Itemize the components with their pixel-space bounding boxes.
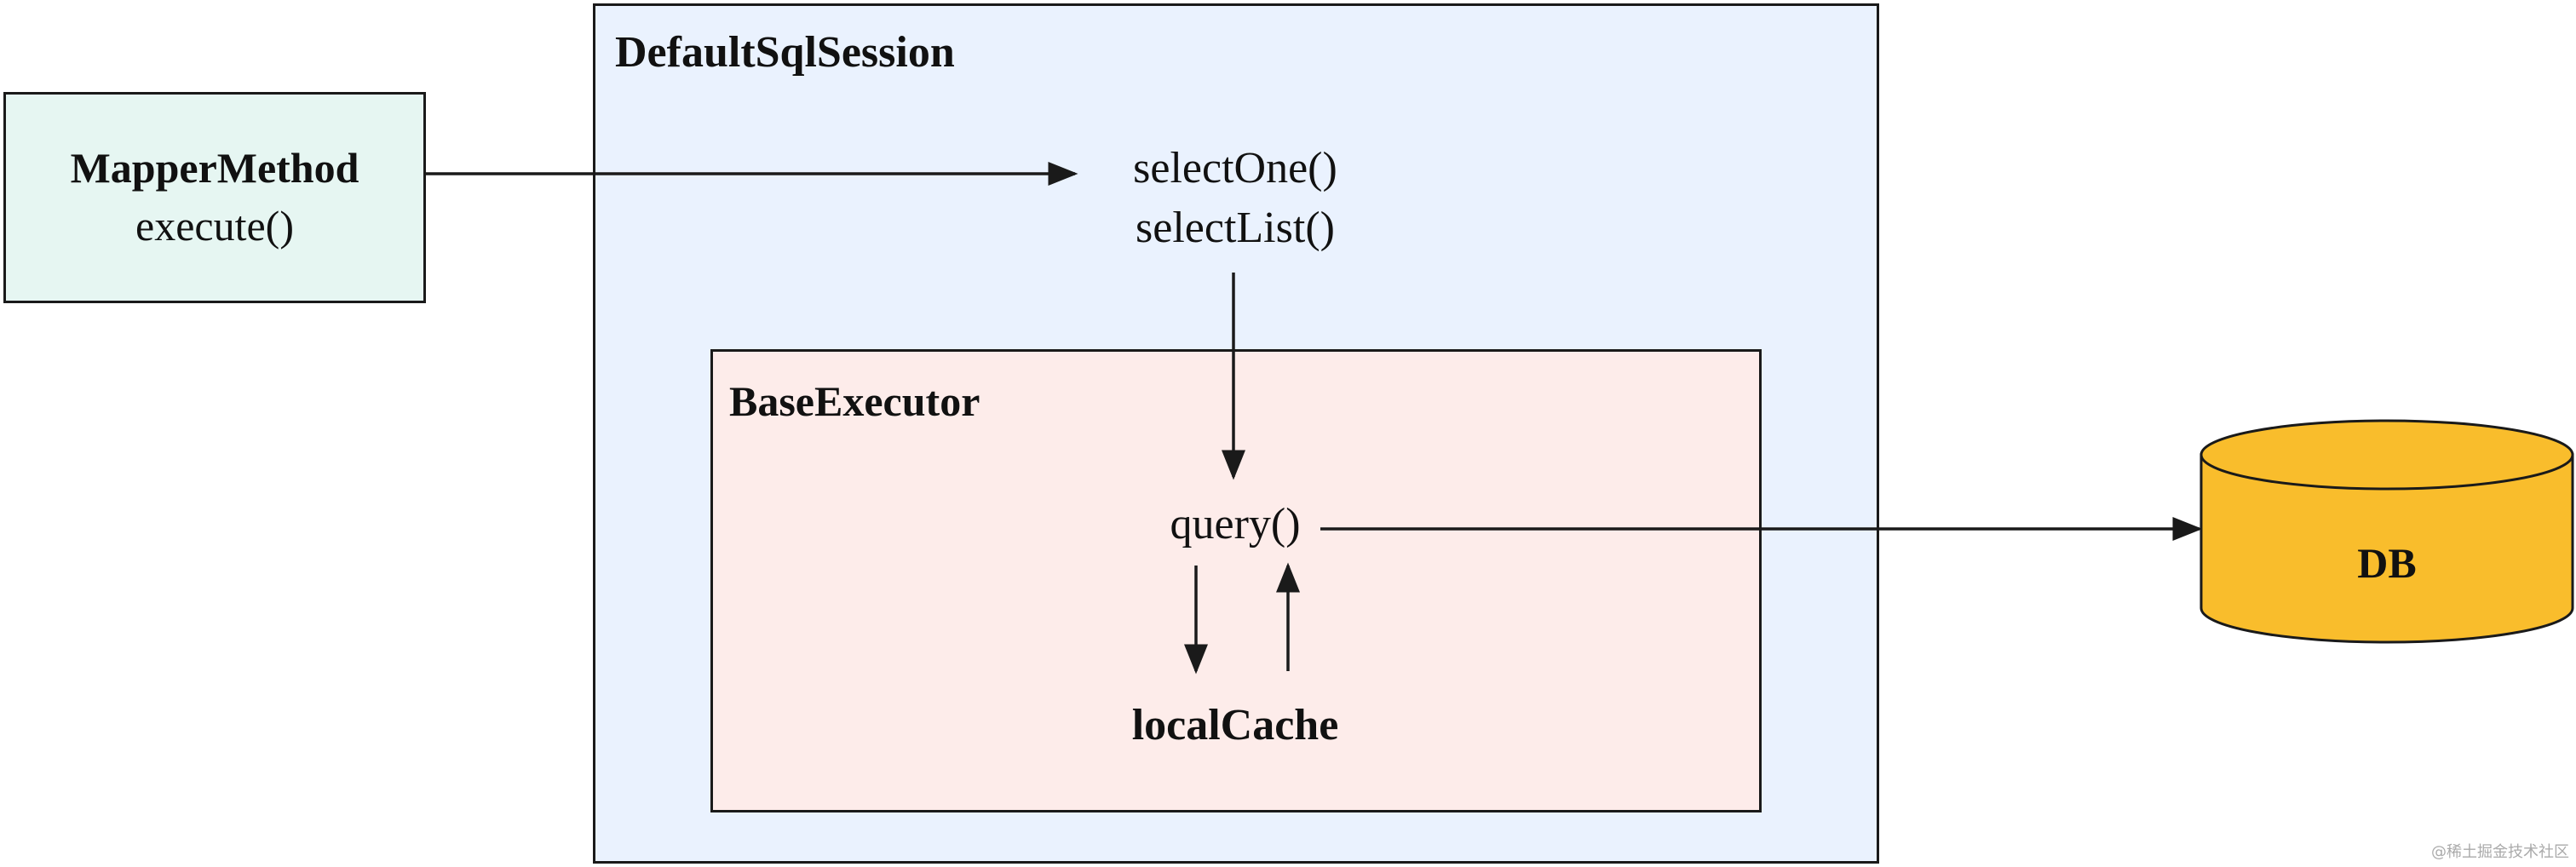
mapper-method-title: MapperMethod bbox=[70, 144, 359, 192]
base-executor-box bbox=[710, 349, 1762, 812]
db-label: DB bbox=[2357, 539, 2417, 587]
local-cache-label: localCache bbox=[1131, 701, 1339, 749]
watermark: @稀土掘金技术社区 bbox=[2431, 843, 2569, 861]
db-cylinder-top bbox=[2199, 419, 2574, 491]
select-list-label: selectList() bbox=[1136, 204, 1335, 252]
base-executor-title: BaseExecutor bbox=[729, 377, 980, 425]
db-cylinder bbox=[2199, 419, 2574, 644]
mapper-method-execute-label: execute() bbox=[135, 202, 294, 250]
default-sql-session-title: DefaultSqlSession bbox=[615, 28, 955, 77]
query-label: query() bbox=[1170, 500, 1301, 548]
mapper-method-box bbox=[3, 92, 426, 303]
select-one-label: selectOne() bbox=[1133, 144, 1337, 192]
db-cylinder-body bbox=[2199, 453, 2574, 644]
